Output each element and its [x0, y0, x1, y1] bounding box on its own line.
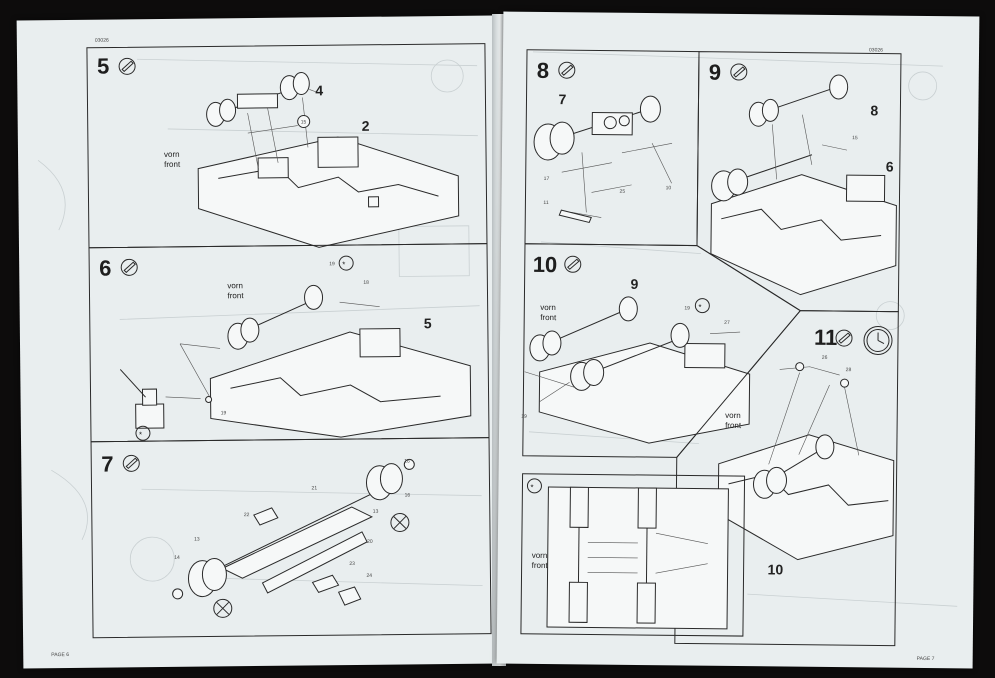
step-6-part-18: 18 — [363, 280, 369, 286]
step-9-number: 9 — [709, 60, 722, 85]
step-11-number: 11 — [814, 325, 838, 350]
step-8-part-17: 17 — [544, 176, 550, 182]
glue-icon — [118, 57, 136, 75]
step-7-part-24: 24 — [366, 573, 372, 579]
step-5-vorn: vorn — [164, 150, 180, 159]
step-7-part-20: 20 — [367, 539, 373, 545]
background-pattern — [528, 51, 958, 607]
step-7-panel — [90, 437, 492, 639]
glue-icon — [558, 61, 576, 79]
right-page-art: 03026 8 7 17 25 11 10 9 — [520, 47, 958, 662]
step-6-part-19: 19 — [329, 261, 335, 267]
step-9-drawing — [710, 74, 897, 296]
step-7-part-22: 22 — [244, 512, 250, 518]
step-5-number: 5 — [97, 54, 110, 79]
asterisk-icon: * — [135, 425, 151, 441]
left-footer: PAGE 6 — [51, 652, 69, 658]
step-8-part-7: 7 — [558, 91, 566, 107]
step-10-part-9: 9 — [630, 276, 638, 292]
step-8-number: 8 — [537, 58, 550, 83]
step-5-part-4: 4 — [315, 82, 323, 98]
step-10-drawing — [524, 296, 751, 444]
step-6-part-19b: 19 — [221, 410, 227, 416]
glue-icon — [835, 329, 853, 347]
step-5-drawing — [197, 72, 460, 248]
step-10-part-27: 27 — [724, 320, 730, 326]
step-9-part-6: 6 — [886, 159, 894, 175]
step-11-part-28: 28 — [846, 367, 852, 373]
asterisk-icon: * — [694, 298, 710, 314]
step-10-front: front — [540, 313, 557, 322]
step-10-vorn: vorn — [540, 303, 556, 312]
step-7-drawing — [172, 458, 415, 618]
svg-text:*: * — [698, 303, 701, 312]
step-6-vorn: vorn — [227, 281, 243, 290]
clock-icon — [863, 325, 893, 355]
svg-text:*: * — [139, 430, 142, 439]
background-pattern — [37, 58, 483, 587]
left-header-code: 03026 — [95, 38, 109, 44]
step-5-front: front — [164, 160, 181, 169]
step-11-drawing — [717, 362, 895, 561]
svg-text:*: * — [530, 483, 533, 492]
step-8-drawing — [533, 95, 673, 224]
glue-icon — [564, 255, 582, 273]
step-11-panel — [674, 310, 899, 647]
step-11-part-10: 10 — [768, 561, 784, 577]
step-5-part-15: 15 — [301, 119, 307, 125]
right-header-code: 03026 — [869, 47, 883, 53]
detail-panel — [520, 473, 746, 637]
detail-front: front — [532, 561, 549, 570]
detail-vorn: vorn — [532, 551, 548, 560]
asterisk-icon: * — [526, 478, 542, 494]
step-8-part-10: 10 — [666, 185, 672, 191]
step-9-part-8: 8 — [870, 102, 878, 118]
svg-text:*: * — [342, 260, 345, 269]
step-7-part-21: 21 — [312, 485, 318, 491]
detail-drawing — [546, 486, 729, 630]
left-page: 03026 5 4 2 15 vorn front 6 — [16, 15, 500, 669]
step-10-number: 10 — [533, 252, 558, 277]
step-7-part-23: 23 — [349, 561, 355, 567]
step-7-part-13: 13 — [194, 537, 200, 543]
step-11-part-26: 26 — [822, 355, 828, 361]
glue-icon — [122, 454, 140, 472]
step-5-part-2: 2 — [362, 118, 370, 134]
left-page-art: 03026 5 4 2 15 vorn front 6 — [37, 38, 492, 658]
step-8-part-25: 25 — [620, 189, 626, 195]
step-6-number: 6 — [99, 256, 112, 281]
step-10-part-19: 19 — [684, 305, 690, 311]
step-10-part-19b: 19 — [521, 414, 527, 420]
glue-icon — [730, 63, 748, 81]
step-11-vorn: vorn — [725, 411, 741, 420]
step-6-drawing — [119, 284, 472, 438]
step-7-number: 7 — [101, 452, 114, 477]
step-9-part-15: 15 — [852, 135, 858, 141]
step-7-part-16: 16 — [404, 458, 410, 464]
step-8-part-11: 11 — [543, 200, 548, 206]
step-7-part-13b: 13 — [373, 509, 379, 515]
step-11-front: front — [725, 421, 742, 430]
right-page: 03026 8 7 17 25 11 10 9 — [496, 11, 980, 669]
step-6-part-5: 5 — [424, 315, 432, 331]
right-footer: PAGE 7 — [917, 656, 935, 662]
step-6-front: front — [227, 291, 244, 300]
glue-icon — [120, 258, 138, 276]
asterisk-icon: * — [338, 255, 354, 271]
step-7-part-16b: 16 — [405, 492, 411, 498]
step-7-part-14: 14 — [174, 555, 180, 561]
